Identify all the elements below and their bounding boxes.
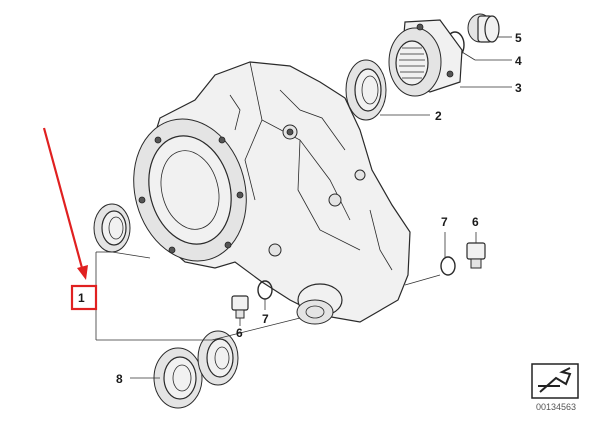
leader-lines xyxy=(95,36,512,379)
drain-plug-part-6-left xyxy=(231,295,249,319)
filler-plug-part-6-right xyxy=(466,242,486,269)
callout-4: 4 xyxy=(515,54,522,68)
washer-part-7-right xyxy=(440,256,456,276)
shaft-seal-part-2 xyxy=(345,59,387,121)
callout-6-right: 6 xyxy=(472,215,479,229)
callout-7-left: 7 xyxy=(262,312,269,326)
plug-part-5 xyxy=(467,13,500,43)
highlight-box xyxy=(70,284,98,311)
transfer-case-housing xyxy=(133,61,411,325)
callout-2: 2 xyxy=(435,109,442,123)
shaft-seal-part-1 xyxy=(93,203,131,253)
callout-7-right: 7 xyxy=(441,215,448,229)
shaft-seal-lower xyxy=(197,330,239,386)
callout-8: 8 xyxy=(116,372,123,386)
reference-number: 00134563 xyxy=(536,402,576,412)
callout-1: 1 xyxy=(78,291,85,305)
callout-5: 5 xyxy=(515,31,522,45)
callout-6-left: 6 xyxy=(236,326,243,340)
reference-icon xyxy=(531,363,579,399)
callout-3: 3 xyxy=(515,81,522,95)
flange-part-3 xyxy=(388,19,463,97)
shaft-seal-part-8 xyxy=(153,347,203,409)
highlight-arrow xyxy=(42,127,88,280)
